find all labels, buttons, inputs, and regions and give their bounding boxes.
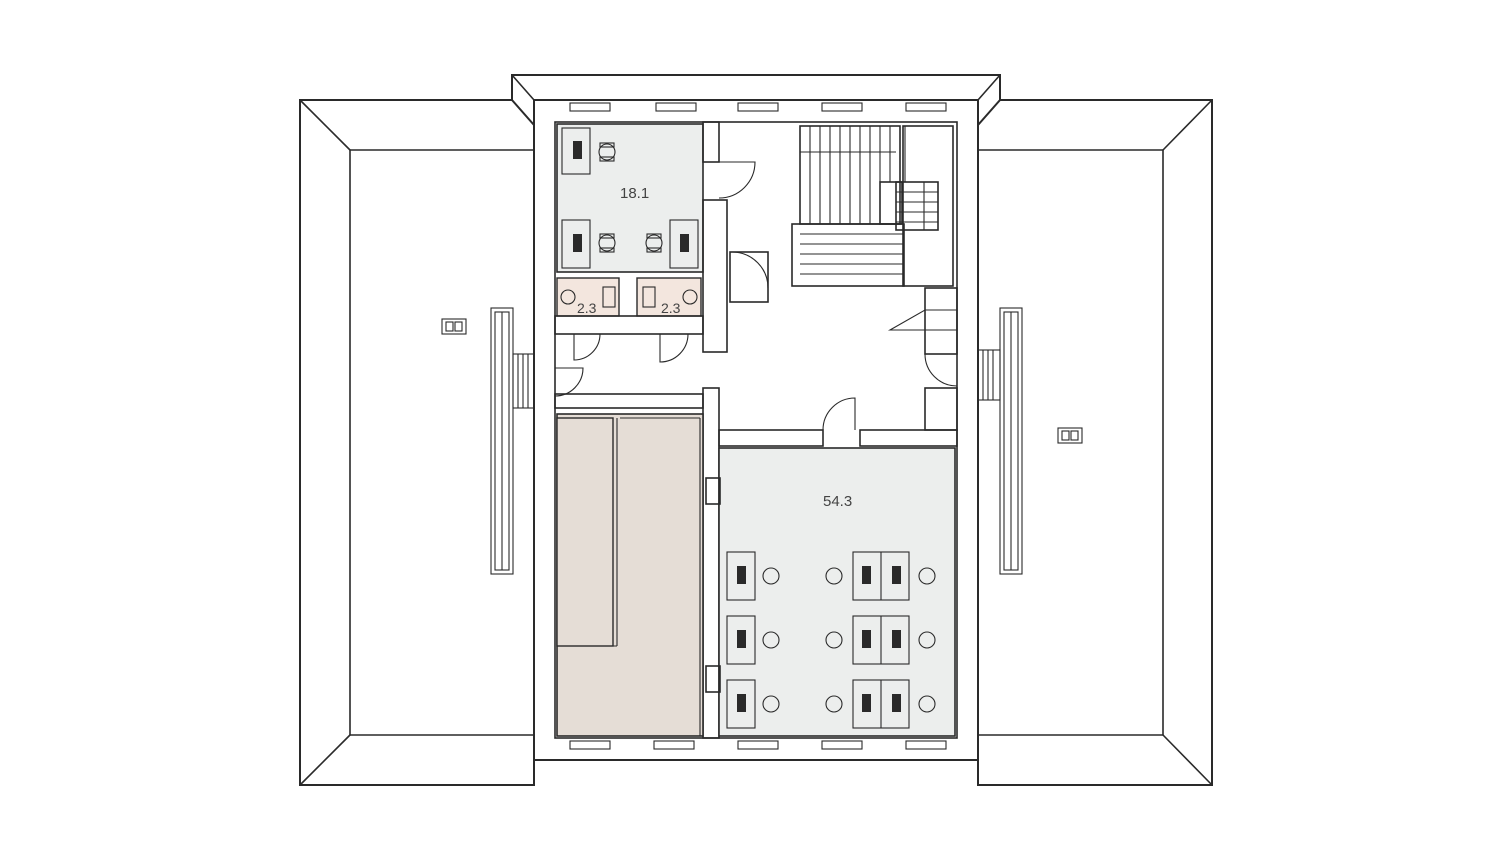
office-large: 54.3 bbox=[705, 447, 956, 737]
desk bbox=[726, 615, 780, 665]
windows-top bbox=[569, 102, 947, 112]
desk bbox=[726, 679, 780, 729]
desk-cluster bbox=[825, 551, 936, 601]
wc-right-area: 2.3 bbox=[661, 300, 681, 316]
wc-left: 2.3 bbox=[556, 277, 620, 317]
storage bbox=[556, 413, 704, 737]
left-terrace bbox=[299, 99, 535, 786]
vent-icon bbox=[441, 318, 467, 335]
staircase bbox=[791, 125, 954, 287]
wc-left-area: 2.3 bbox=[577, 300, 597, 316]
desk bbox=[645, 219, 699, 269]
office-small-area: 18.1 bbox=[620, 185, 649, 202]
windows-bottom bbox=[569, 740, 947, 750]
vent-icon bbox=[1057, 427, 1083, 444]
right-bench bbox=[977, 307, 1023, 575]
doors bbox=[554, 161, 958, 431]
wc-right: 2.3 bbox=[636, 277, 702, 317]
office-large-floor bbox=[718, 447, 956, 737]
desk bbox=[561, 127, 616, 175]
desk-cluster bbox=[825, 679, 936, 729]
desk bbox=[561, 219, 616, 269]
office-large-area: 54.3 bbox=[823, 493, 852, 510]
desk-cluster bbox=[825, 615, 936, 665]
right-terrace bbox=[977, 99, 1213, 786]
office-small: 18.1 bbox=[556, 123, 704, 273]
desk bbox=[726, 551, 780, 601]
